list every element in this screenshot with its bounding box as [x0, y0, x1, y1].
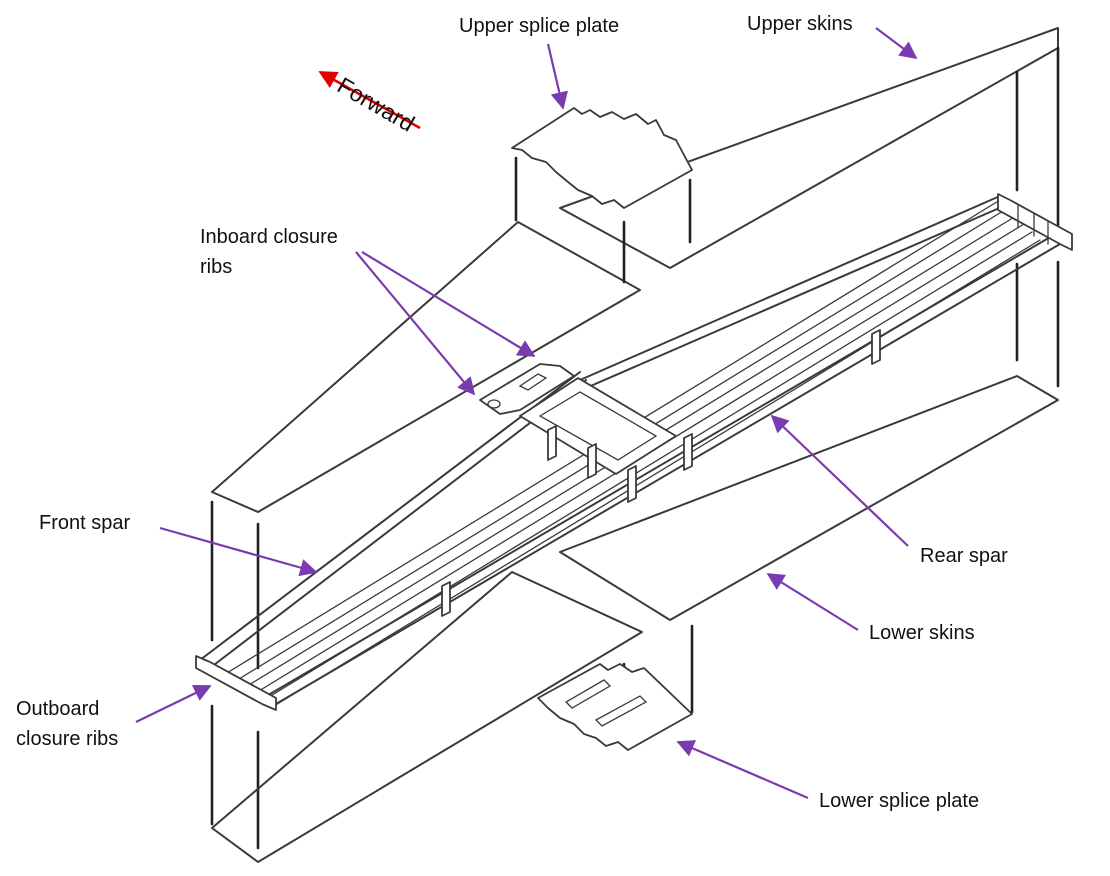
arrow-inboard-rib-1	[355, 251, 476, 396]
arrow-lower-skins	[766, 573, 859, 631]
arrow-inboard-rib-2	[361, 251, 536, 357]
arrow-upper-splice-plate	[546, 43, 568, 110]
arrow-outboard-closure-ribs	[135, 685, 212, 723]
label-inboard-closure-ribs-line1: Inboard closure	[200, 226, 338, 248]
lower-skins	[211, 375, 1059, 863]
label-upper-splice-plate: Upper splice plate	[459, 15, 620, 37]
label-outboard-closure-ribs: Outboard closure ribs	[16, 694, 118, 754]
arrow-upper-skins	[875, 27, 918, 60]
label-outboard-closure-ribs-line2: closure ribs	[16, 728, 119, 750]
label-outboard-closure-ribs-line1: Outboard	[16, 698, 100, 720]
callout-arrows	[135, 27, 918, 800]
upper-splice-plate-shape	[511, 107, 693, 209]
arrow-lower-splice-plate	[676, 740, 809, 800]
label-inboard-closure-ribs-line2: ribs	[200, 256, 233, 278]
forward-arrow	[318, 70, 421, 130]
arrow-rear-spar	[770, 414, 909, 547]
label-rear-spar: Rear spar	[920, 545, 1008, 567]
arrow-front-spar	[159, 526, 318, 577]
label-lower-splice-plate: Lower splice plate	[819, 790, 980, 812]
label-inboard-closure-ribs: Inboard closure ribs	[200, 222, 338, 282]
label-front-spar: Front spar	[39, 512, 131, 534]
spar-rib-assembly	[195, 193, 1073, 711]
label-upper-skins: Upper skins	[747, 13, 853, 35]
lower-splice-plate-shape	[537, 663, 693, 751]
label-lower-skins: Lower skins	[869, 622, 975, 644]
